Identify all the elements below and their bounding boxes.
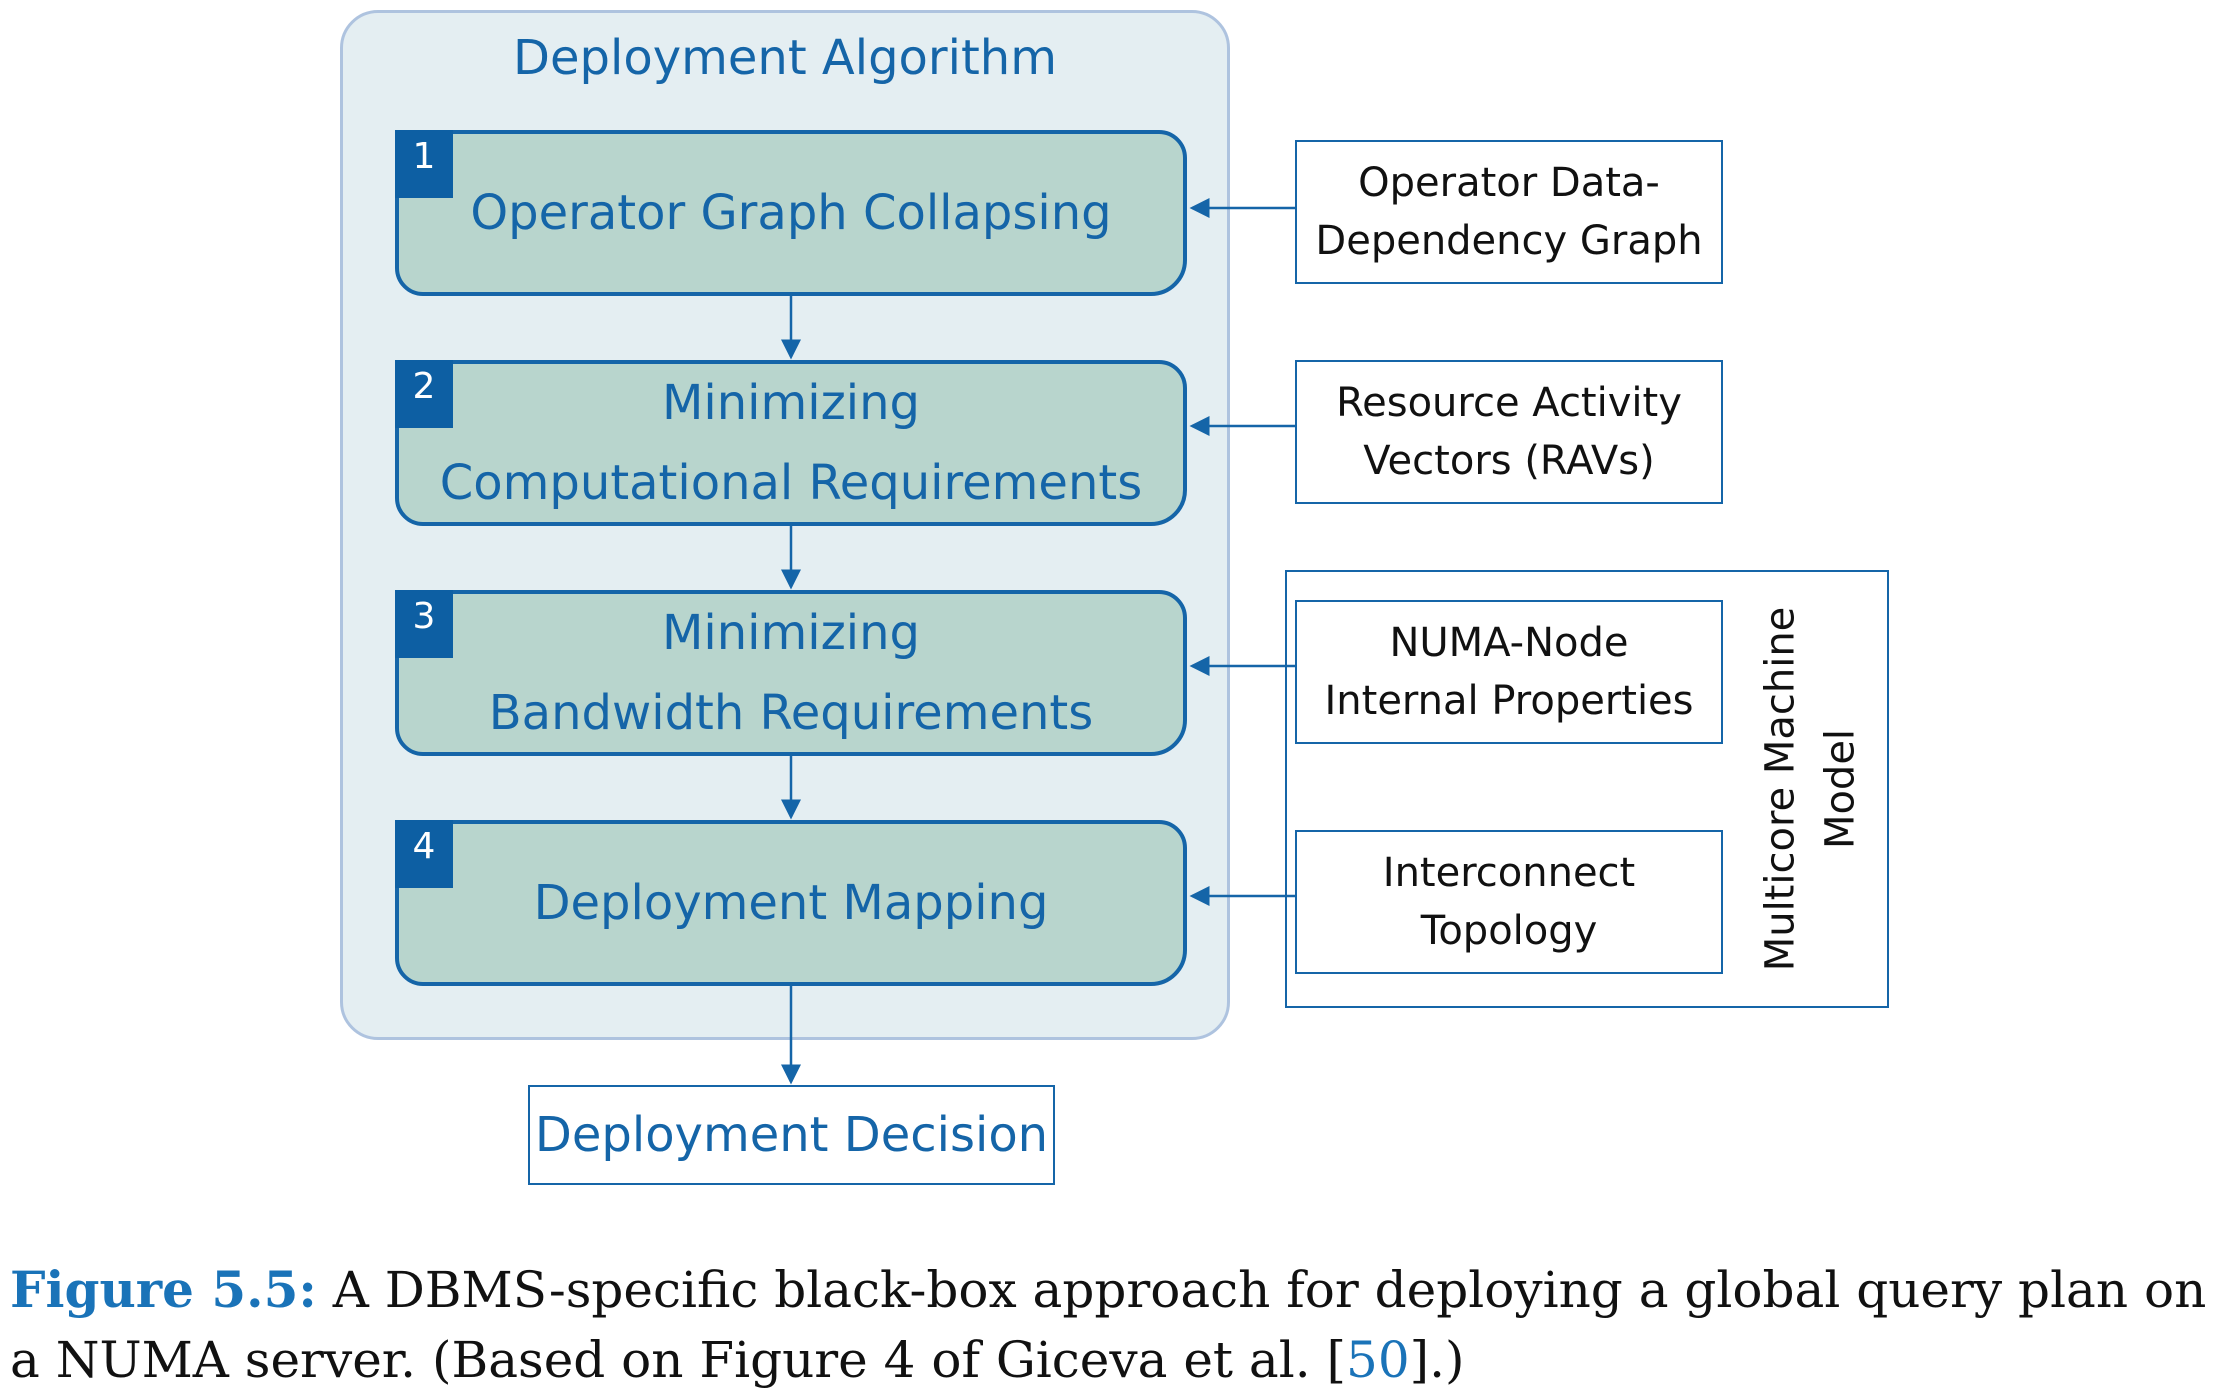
- caption-text: A DBMS-specific black-box approach for d…: [10, 1261, 2207, 1389]
- input-line: Interconnect: [1382, 850, 1636, 896]
- step-line: Bandwidth Requirements: [488, 685, 1094, 741]
- step-line: Deployment Mapping: [533, 875, 1049, 931]
- input-line: Operator Data-: [1358, 160, 1660, 206]
- step-minimizing-bandwidth: Minimizing Bandwidth Requirements: [395, 590, 1187, 756]
- step-line: Minimizing: [661, 605, 921, 661]
- figure-caption: Figure 5.5: A DBMS-specific black-box ap…: [10, 1255, 2220, 1395]
- step-deployment-mapping: Deployment Mapping: [395, 820, 1187, 986]
- input-operator-data-dependency-graph: Operator Data- Dependency Graph: [1295, 140, 1723, 284]
- step-line: Operator Graph Collapsing: [470, 185, 1112, 241]
- step-line: Computational Requirements: [439, 455, 1143, 511]
- step-number-badge: 2: [395, 360, 453, 428]
- step-number-badge: 3: [395, 590, 453, 658]
- input-line: NUMA-Node: [1389, 620, 1629, 666]
- container-title: Deployment Algorithm: [513, 30, 1057, 86]
- step-number-badge: 4: [395, 820, 453, 888]
- input-line: Internal Properties: [1324, 678, 1694, 724]
- connector-arrows: [781, 198, 1295, 1085]
- step-line: Minimizing: [661, 375, 921, 431]
- multicore-machine-model-group: [1285, 570, 1889, 1008]
- caption-label: Figure 5.5:: [10, 1260, 317, 1319]
- step-operator-graph-collapsing: Operator Graph Collapsing: [395, 130, 1187, 296]
- deployment-decision-box: Deployment Decision: [528, 1085, 1055, 1185]
- input-numa-node-properties: NUMA-Node Internal Properties: [1295, 600, 1723, 744]
- input-resource-activity-vectors: Resource Activity Vectors (RAVs): [1295, 360, 1723, 504]
- input-line: Resource Activity: [1336, 380, 1682, 426]
- step-minimizing-computational: Minimizing Computational Requirements: [395, 360, 1187, 526]
- input-interconnect-topology: Interconnect Topology: [1295, 830, 1723, 974]
- caption-reference-link[interactable]: 50: [1346, 1331, 1410, 1389]
- input-line: Topology: [1420, 908, 1598, 954]
- caption-text-end: ].): [1409, 1331, 1465, 1389]
- step-number-badge: 1: [395, 130, 453, 198]
- input-line: Vectors (RAVs): [1363, 438, 1655, 484]
- input-line: Dependency Graph: [1315, 218, 1703, 264]
